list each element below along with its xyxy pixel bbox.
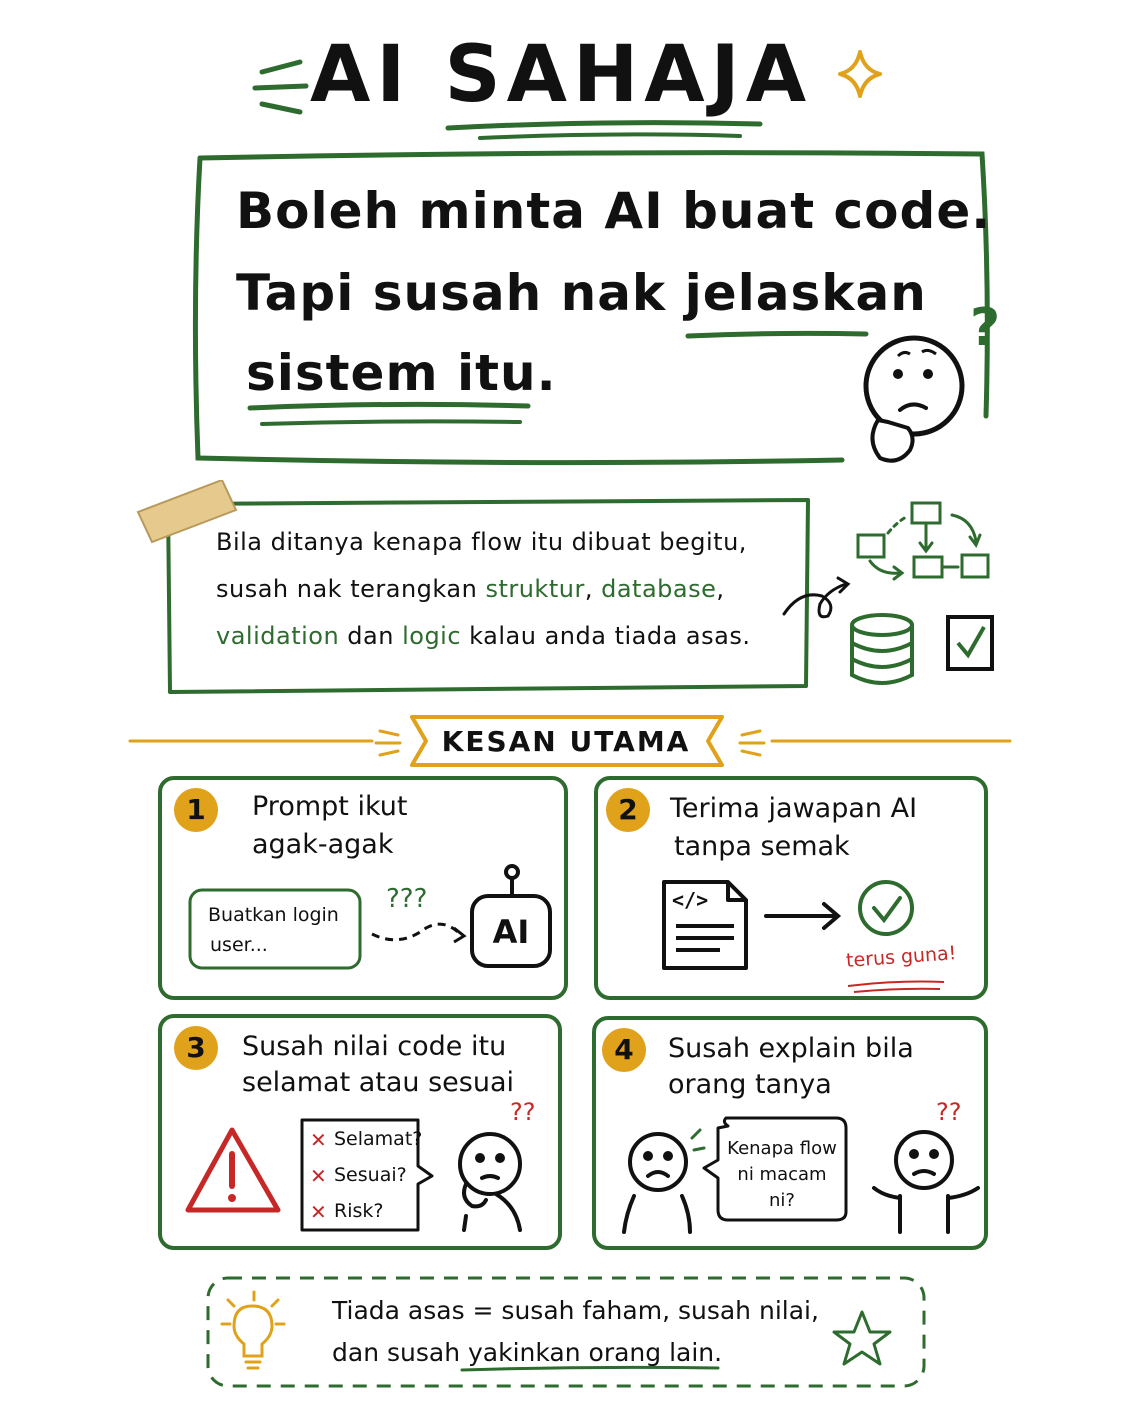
flowchart-icon <box>856 501 990 581</box>
card-title-line-1: Susah explain bila <box>668 1033 914 1064</box>
system-icons <box>850 501 994 685</box>
checklist-bubble <box>300 1118 434 1232</box>
prompt-text-line-1: Buatkan login <box>208 904 339 926</box>
card-number: 3 <box>174 1026 218 1070</box>
thinking-face-icon: ? <box>863 298 1000 463</box>
intro-text: , <box>584 575 602 603</box>
bubble-line-2: ni macam <box>737 1164 827 1185</box>
title-decoration <box>252 50 882 140</box>
robot-ai-icon <box>470 864 552 968</box>
checkbox-icon <box>946 615 994 671</box>
x-icon: ✕ <box>310 1200 327 1224</box>
intro-text: kalau anda tiada asas. <box>461 622 751 650</box>
intro-frame <box>136 480 851 694</box>
thinking-person-icon <box>458 1132 522 1232</box>
prompt-text-line-2: user... <box>210 934 268 956</box>
page-title: AI SAHAJA <box>309 30 813 120</box>
card-4: 4 Susah explain bila orang tanya Kenapa … <box>594 1018 986 1248</box>
prompt-box <box>188 888 362 970</box>
confused-person-icon <box>622 1132 692 1234</box>
check-circle-icon <box>858 880 914 936</box>
intro-text: , <box>716 575 725 603</box>
card-1: 1 Prompt ikut agak-agak Buatkan login us… <box>160 778 566 998</box>
intro-line-2: susah nak terangkan struktur, database, <box>216 575 725 603</box>
section-label: KESAN UTAMA <box>441 725 691 758</box>
code-file-icon <box>662 880 748 970</box>
database-icon <box>850 613 914 685</box>
cards-frames <box>158 776 988 1250</box>
ai-label: AI <box>492 913 530 951</box>
card-number: 2 <box>606 788 650 832</box>
footer-line-2: dan susah yakinkan orang lain. <box>332 1338 723 1367</box>
intro-line-1: Bila ditanya kenapa flow itu dibuat begi… <box>216 528 747 556</box>
card-title-line-2: orang tanya <box>668 1069 832 1100</box>
keyword-validation: validation <box>216 622 340 650</box>
keyword-database: database <box>601 575 717 603</box>
footer-frame <box>206 1276 926 1388</box>
question-marks: ?? <box>936 1098 962 1126</box>
card-title-line-1: Susah nilai code itu <box>242 1031 507 1062</box>
intro-text: dan <box>339 622 403 650</box>
hero-line-3: sistem itu. <box>246 344 557 402</box>
tape-icon <box>136 480 238 544</box>
speech-bubble <box>702 1116 848 1222</box>
section-divider <box>128 715 1012 767</box>
x-icon: ✕ <box>310 1128 327 1152</box>
card-number: 4 <box>602 1028 646 1072</box>
bubble-line-1: Kenapa flow <box>727 1138 837 1159</box>
card-title-line-2: selamat atau sesuai <box>242 1067 515 1098</box>
bubble-line-3: ni? <box>769 1190 795 1211</box>
hero-line-2: Tapi susah nak jelaskan <box>236 264 927 322</box>
question-marks: ?? <box>510 1098 536 1126</box>
card-3: 3 Susah nilai code itu selamat atau sesu… <box>160 1016 560 1248</box>
speed-lines-icon <box>252 59 309 115</box>
intro-line-3: validation dan logic kalau anda tiada as… <box>216 622 750 650</box>
intro-text: susah nak terangkan <box>216 575 486 603</box>
hero-frame <box>192 150 990 466</box>
lightbulb-icon <box>220 1290 286 1370</box>
check-item-1: Selamat? <box>334 1128 423 1150</box>
card-title-line-1: Terima jawapan AI <box>670 793 918 824</box>
svg-text:?: ? <box>970 298 1000 358</box>
check-item-3: Risk? <box>334 1200 384 1222</box>
hero-line-1: Boleh minta AI buat code. <box>236 182 992 240</box>
footer-line-1: Tiada asas = susah faham, susah nilai, <box>332 1296 819 1325</box>
x-icon: ✕ <box>310 1164 327 1188</box>
question-marks: ??? <box>386 884 428 914</box>
bubble-text: Kenapa flow ni macam ni? <box>718 1136 846 1214</box>
card-title-line-1: Prompt ikut <box>252 791 408 822</box>
card-title-line-2: agak-agak <box>252 829 394 860</box>
check-item-2: Sesuai? <box>334 1164 407 1186</box>
warning-icon <box>185 1127 281 1213</box>
sparkle-icon <box>838 50 882 98</box>
keyword-struktur: struktur <box>485 575 585 603</box>
shrugging-person-icon <box>872 1130 980 1234</box>
code-symbol: </> <box>672 888 709 912</box>
card-number: 1 <box>174 788 218 832</box>
card-2: 2 Terima jawapan AI tanpa semak </> teru… <box>596 778 986 998</box>
star-icon <box>832 1310 892 1366</box>
card-title-line-2: tanpa semak <box>674 831 850 862</box>
title-underline <box>445 120 763 140</box>
arrow-right-icon <box>764 902 842 930</box>
keyword-logic: logic <box>402 622 462 650</box>
